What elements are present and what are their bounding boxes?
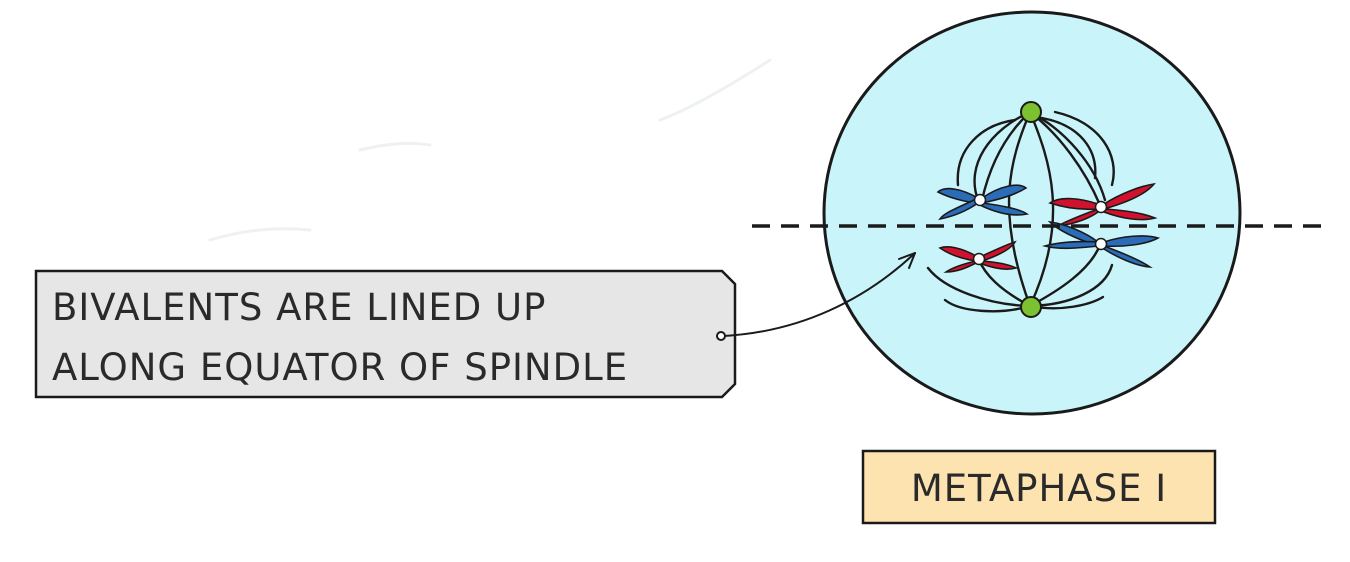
stage-label-box [861, 449, 1217, 525]
bivalent-red-right [1048, 182, 1158, 227]
bivalent-blue-left [936, 184, 1030, 221]
cell-membrane [822, 10, 1242, 416]
annotation-pointer [722, 252, 916, 337]
centrosome-bottom [1020, 296, 1042, 318]
centromere-blue-right [1094, 237, 1108, 251]
stage-label: METAPHASE I [911, 467, 1167, 510]
bivalent-red-left [938, 240, 1019, 273]
centromere-blue-left [973, 193, 987, 207]
bivalent-blue-right [1041, 220, 1161, 268]
annotation-box [34, 269, 737, 399]
pointer-anchor-dot [716, 331, 726, 341]
annotation-line-2: ALONG EQUATOR OF SPINDLE [52, 346, 628, 389]
background-strokes [208, 58, 772, 242]
centrosome-top [1020, 101, 1042, 123]
centromere-red-right [1094, 200, 1108, 214]
centromere-red-left [972, 252, 986, 266]
annotation-line-1: BIVALENTS ARE LINED UP [52, 286, 546, 329]
